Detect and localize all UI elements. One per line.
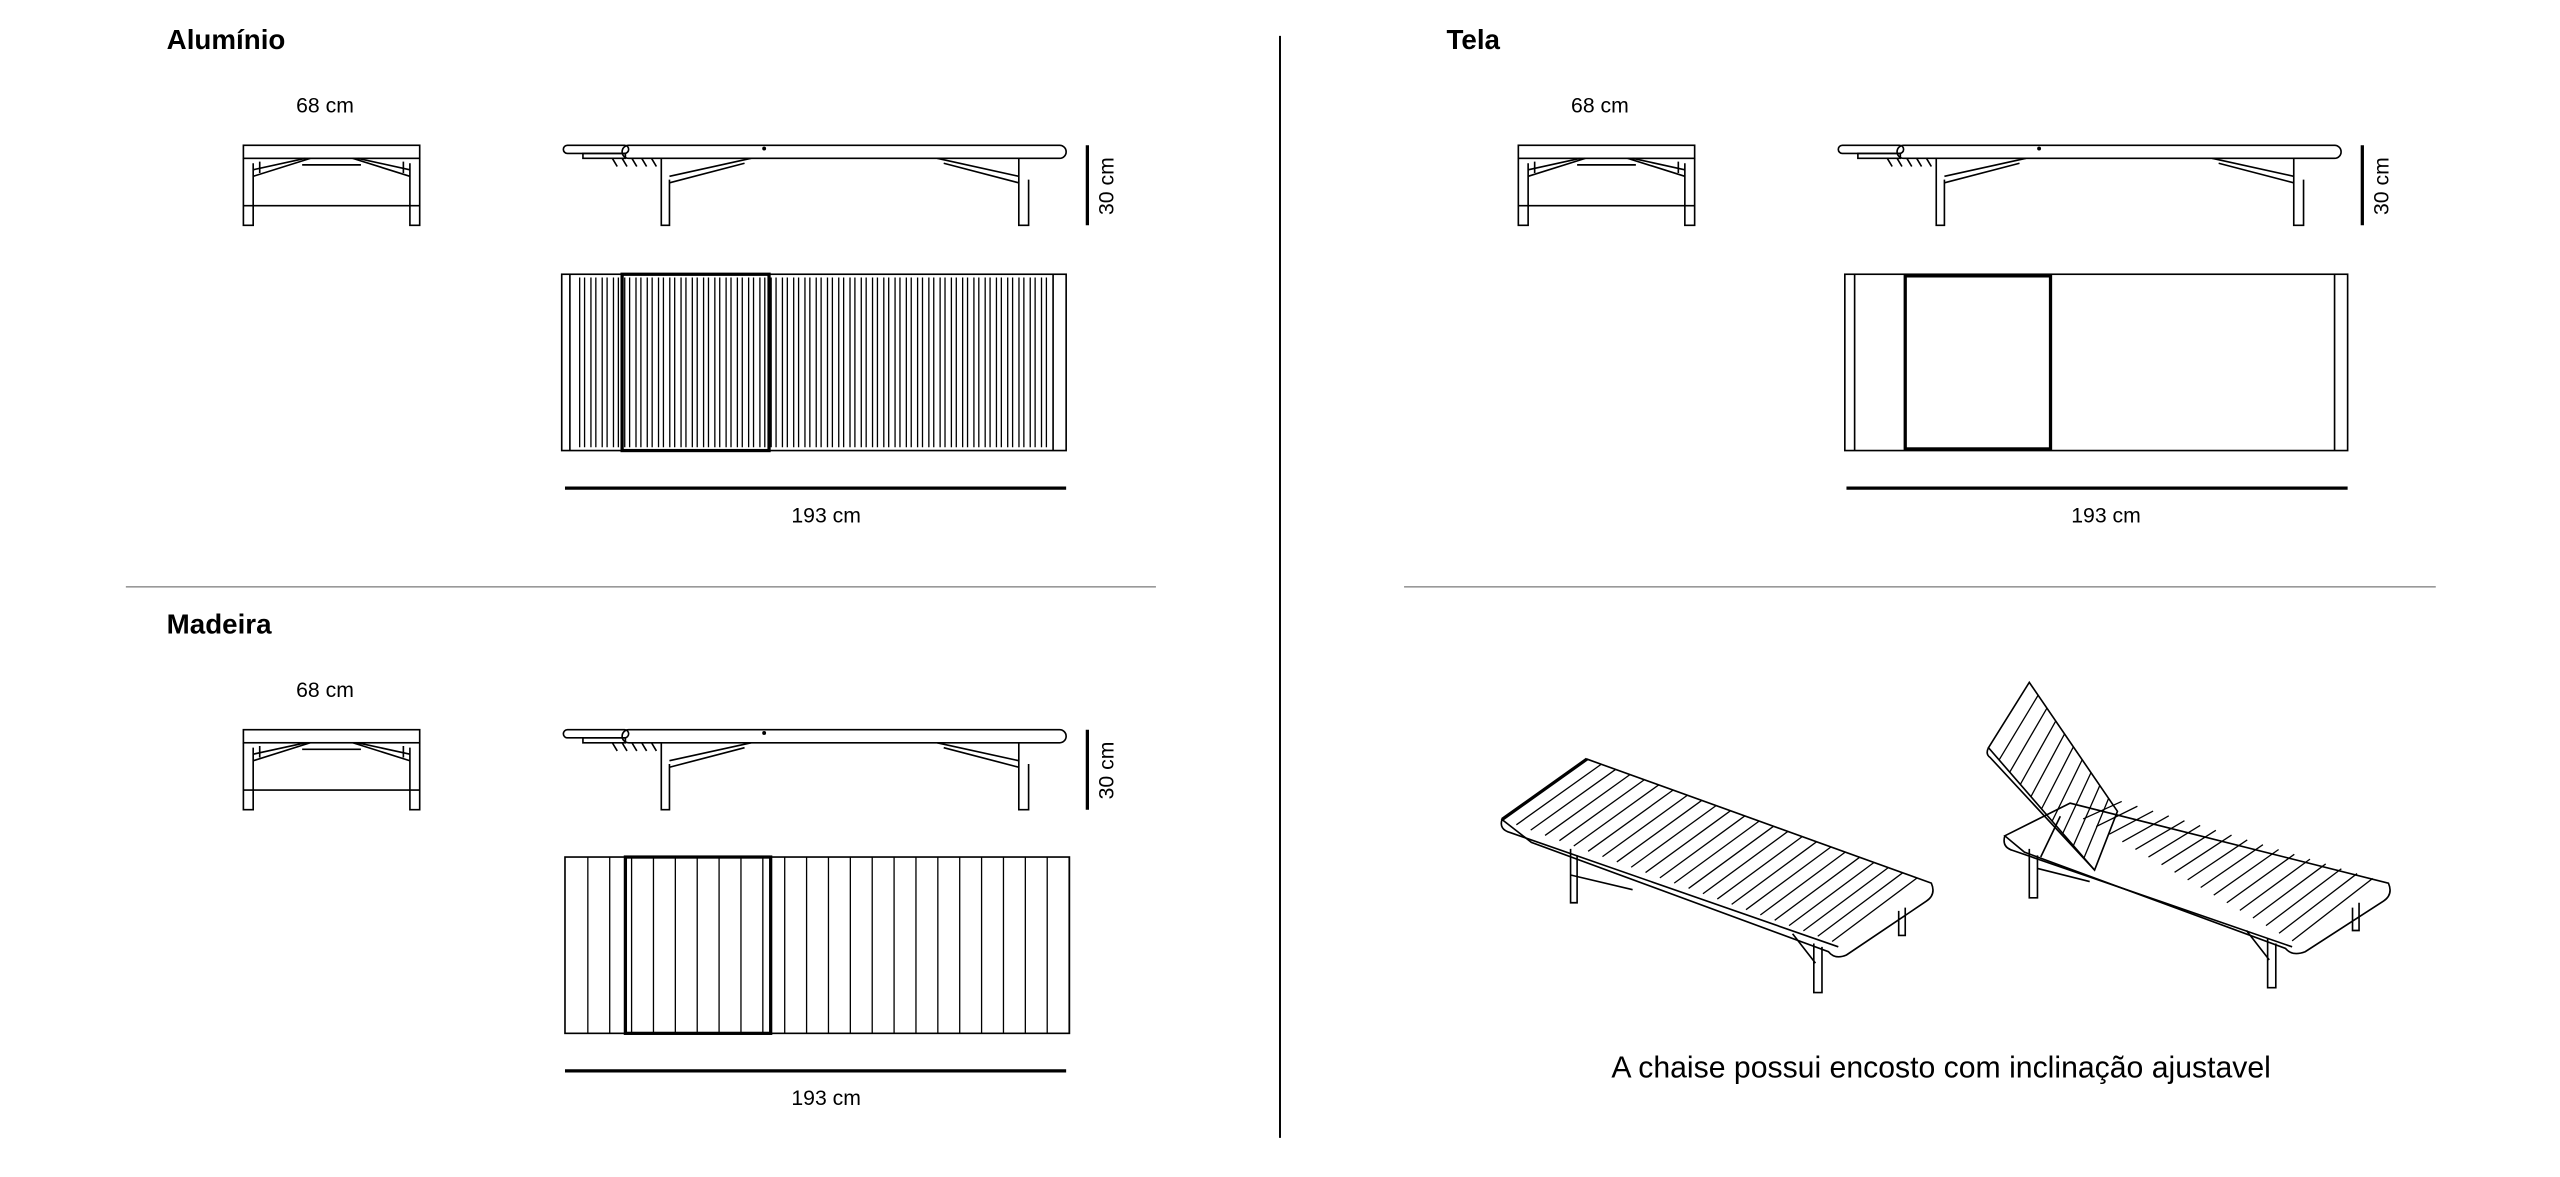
slat-line: [1702, 830, 1789, 895]
slat-line: [1745, 846, 1832, 911]
slat-line: [1731, 841, 1817, 905]
slat-line: [2040, 746, 2074, 810]
slat-line: [1688, 825, 1774, 889]
top-view: [563, 855, 1072, 1035]
slat-line: [2200, 844, 2264, 889]
slat-line: [2083, 798, 2110, 859]
slat-line: [2265, 868, 2342, 927]
slat-line: [2009, 707, 2048, 773]
top-view: [560, 272, 1068, 453]
isometric-chair-reclined: [1986, 680, 2391, 989]
slat-line: [1831, 877, 1918, 943]
height-label: 30 cm: [1095, 157, 1118, 215]
slat-line: [2148, 824, 2201, 858]
slat-line: [2213, 848, 2279, 896]
slat-line: [1659, 815, 1746, 879]
front-view: [242, 144, 421, 227]
length-label: 193 cm: [2071, 504, 2141, 527]
slat-line: [1602, 794, 1688, 858]
slat-line: [1716, 836, 1803, 900]
slat-line: [2161, 829, 2217, 866]
width-label: 68 cm: [296, 95, 354, 118]
slat-line: [2019, 720, 2057, 785]
side-view: [561, 143, 1090, 227]
slat-line: [1774, 856, 1860, 921]
side-view: [561, 728, 1090, 812]
slat-line: [2278, 873, 2358, 934]
length-label: 193 cm: [791, 1087, 861, 1110]
slat-line: [1817, 872, 1904, 937]
slat-line: [2226, 853, 2295, 904]
slat-line: [2030, 733, 2066, 797]
slat-line: [2187, 839, 2248, 881]
section-tela: Tela 68 cm 30 cm 193 cm: [1447, 24, 2394, 527]
slat-line: [1616, 799, 1703, 863]
slat-line: [2252, 863, 2327, 919]
width-label: 68 cm: [296, 679, 354, 702]
slat-line: [1630, 805, 1717, 868]
top-view: [1843, 272, 2350, 453]
slat-line: [1803, 867, 1889, 932]
slat-line: [1530, 768, 1616, 831]
section-title: Madeira: [167, 608, 272, 639]
side-view: [1836, 143, 2364, 227]
slat-line: [2051, 759, 2083, 822]
slat-line: [1515, 763, 1602, 826]
section-aluminio: Alumínio 68 cm 30 cm 193 cm: [167, 24, 1119, 527]
slat-line: [2291, 877, 2374, 942]
isometric-chair-flat: [1500, 757, 1934, 994]
slat-line: [2072, 785, 2101, 846]
slat-line: [2062, 772, 2092, 834]
front-view: [242, 728, 421, 811]
section-title: Alumínio: [167, 24, 286, 55]
slat-line: [1544, 774, 1631, 836]
slat-line: [1788, 861, 1875, 927]
section-madeira: Madeira 68 cm 30 cm 193 cm: [167, 608, 1119, 1110]
slat-line: [1759, 851, 1846, 916]
slat-line: [2122, 815, 2170, 843]
caption: A chaise possui encosto com inclinação a…: [1611, 1051, 2270, 1084]
slat-line: [2095, 805, 2138, 828]
slat-line: [1587, 789, 1674, 852]
height-label: 30 cm: [2370, 157, 2393, 215]
slat-line: [1573, 784, 1660, 847]
height-label: 30 cm: [1095, 742, 1118, 800]
slat-line: [1998, 694, 2039, 761]
front-view: [1517, 144, 1696, 227]
width-label: 68 cm: [1571, 95, 1629, 118]
slat-line: [1645, 810, 1731, 874]
slat-line: [2082, 800, 2122, 820]
section-title: Tela: [1447, 24, 1501, 55]
slat-line: [1559, 779, 1645, 842]
slat-line: [2108, 810, 2154, 835]
slat-line: [2135, 820, 2185, 850]
slat-line: [2174, 834, 2232, 873]
slat-line: [2239, 858, 2311, 911]
slat-line: [1673, 820, 1760, 884]
length-label: 193 cm: [791, 504, 861, 527]
